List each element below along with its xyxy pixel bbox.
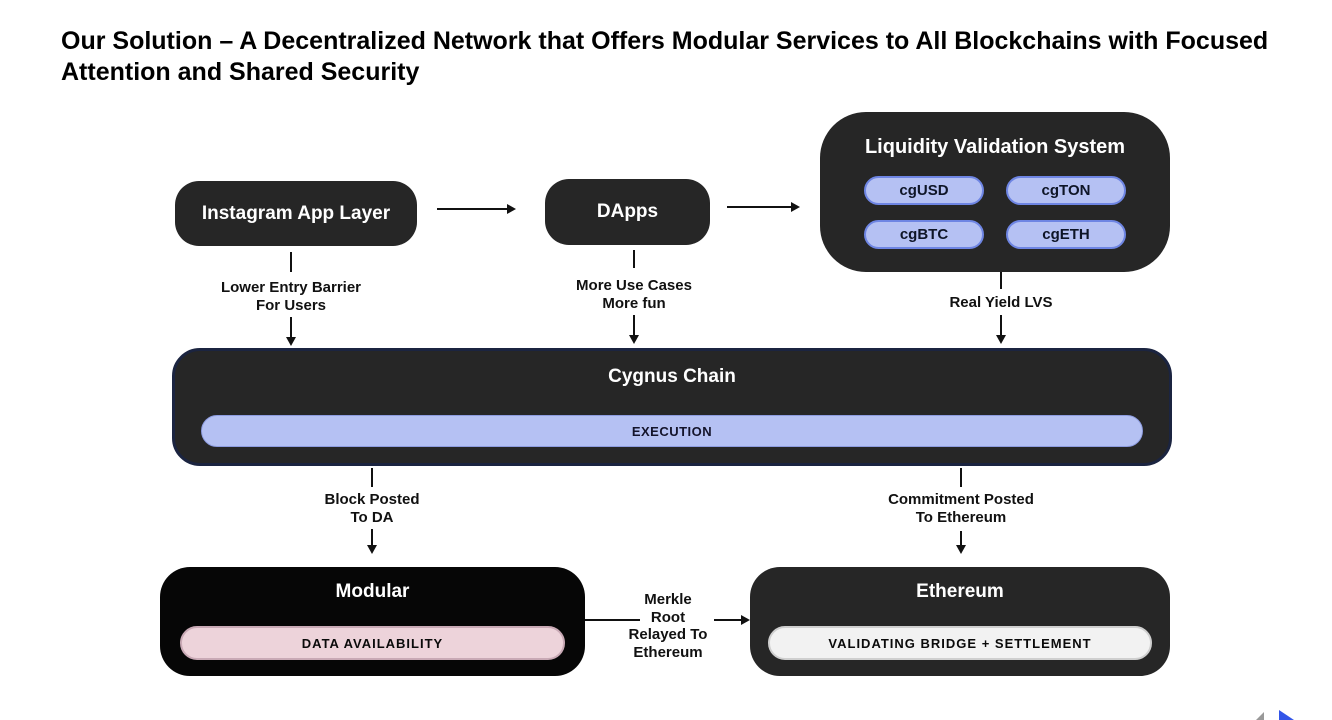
arrow-instagram-to-cygnus bbox=[286, 317, 296, 346]
page-title: Our Solution – A Decentralized Network t… bbox=[61, 27, 1269, 86]
pill-cgbtc: cgBTC bbox=[864, 220, 984, 249]
label-more-use-cases: More Use Cases More fun bbox=[576, 277, 692, 312]
pill-cgton: cgTON bbox=[1006, 176, 1126, 205]
node-dapps-label: DApps bbox=[596, 201, 659, 222]
arrow-lvs-to-cygnus bbox=[996, 315, 1006, 344]
node-ethereum: Ethereum VALIDATING BRIDGE + SETTLEMENT bbox=[750, 567, 1170, 676]
modular-data-availability-pill: DATA AVAILABILITY bbox=[180, 626, 565, 660]
arrow-merkle-to-ethereum bbox=[714, 615, 750, 625]
lvs-pill-grid: cgUSD cgTON cgBTC cgETH bbox=[864, 176, 1126, 249]
stub-lvs-down bbox=[1000, 272, 1002, 289]
stub-cygnus-right-down bbox=[960, 468, 962, 487]
node-cygnus-chain: Cygnus Chain EXECUTION bbox=[172, 348, 1172, 466]
arrow-instagram-to-dapps bbox=[437, 204, 516, 214]
node-liquidity-validation-system: Liquidity Validation System cgUSD cgTON … bbox=[820, 112, 1170, 272]
cygnus-title: Cygnus Chain bbox=[608, 366, 736, 387]
node-instagram-label: Instagram App Layer bbox=[201, 202, 391, 224]
stub-cygnus-left-down bbox=[371, 468, 373, 487]
label-block-posted: Block Posted To DA bbox=[324, 491, 420, 526]
label-lower-entry-barrier: Lower Entry Barrier For Users bbox=[220, 279, 362, 314]
arrow-cygnus-to-ethereum bbox=[956, 531, 966, 554]
ethereum-bridge-pill: VALIDATING BRIDGE + SETTLEMENT bbox=[768, 626, 1152, 660]
stub-dapps-down bbox=[633, 250, 635, 268]
label-real-yield-lvs: Real Yield LVS bbox=[949, 294, 1053, 311]
line-modular-to-merkle bbox=[585, 619, 640, 621]
node-modular: Modular DATA AVAILABILITY bbox=[160, 567, 585, 676]
ethereum-title: Ethereum bbox=[916, 581, 1004, 602]
label-merkle-root: Merkle Root Relayed To Ethereum bbox=[628, 591, 708, 662]
arrow-dapps-to-lvs bbox=[727, 202, 800, 212]
nav-previous-icon[interactable] bbox=[1256, 712, 1264, 720]
node-dapps: DApps bbox=[545, 179, 710, 245]
cygnus-execution-pill: EXECUTION bbox=[201, 415, 1143, 447]
modular-title: Modular bbox=[335, 581, 410, 602]
label-commitment-posted: Commitment Posted To Ethereum bbox=[888, 491, 1034, 526]
pill-cgusd: cgUSD bbox=[864, 176, 984, 205]
node-instagram-app-layer: Instagram App Layer bbox=[175, 181, 417, 246]
stub-instagram-down bbox=[290, 252, 292, 272]
lvs-title: Liquidity Validation System bbox=[864, 136, 1126, 158]
arrow-cygnus-to-modular bbox=[367, 529, 377, 554]
arrow-dapps-to-cygnus bbox=[629, 315, 639, 344]
pill-cgeth: cgETH bbox=[1006, 220, 1126, 249]
nav-next-icon[interactable] bbox=[1279, 710, 1294, 720]
